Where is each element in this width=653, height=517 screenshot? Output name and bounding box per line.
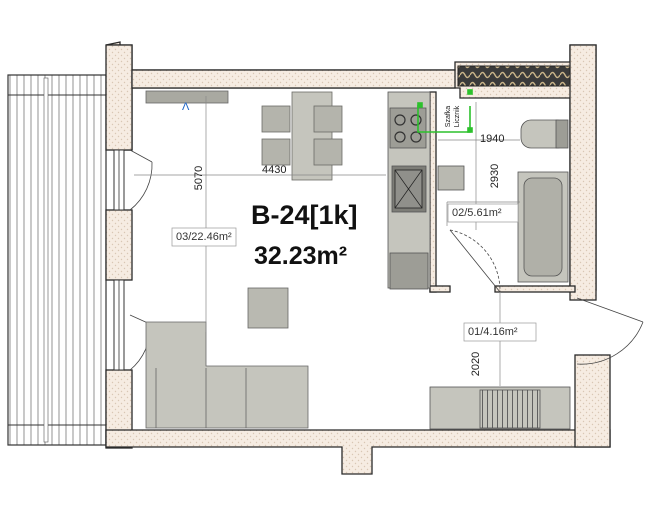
bathroom-label: 02/5.61m² [452, 207, 502, 219]
wall-shelf [145, 90, 229, 104]
balcony [7, 74, 107, 446]
living-room-label-box [171, 227, 237, 247]
living-room-label: 03/22.46m² [176, 231, 232, 243]
dimension-bath-depth: 2930 [489, 163, 502, 189]
dimension-living-width: 4430 [262, 164, 287, 176]
dining-table [261, 91, 343, 181]
walls [105, 41, 611, 475]
dimension-bath-width: 1940 [480, 133, 505, 145]
ventilation-duct [457, 65, 571, 87]
ventilation-symbol-icon: Λ [182, 101, 190, 113]
hall-cabinet [429, 386, 571, 430]
unit-total-area: 32.23m² [254, 242, 348, 270]
unit-code: B-24[1k] [251, 200, 358, 230]
bathroom-label-box [447, 203, 519, 223]
boiler-label-line1: Szafka [445, 105, 453, 128]
window-left-lower [113, 279, 125, 371]
window-left-upper [113, 149, 125, 211]
utility-lines [417, 89, 473, 133]
hall-label: 01/4.16m² [468, 326, 518, 338]
kitchen-unit [387, 91, 431, 290]
coffee-table [247, 287, 289, 329]
boiler-label-line2: Licznik [454, 105, 462, 128]
washbasin [437, 165, 465, 191]
dimension-hall-depth: 2020 [470, 351, 483, 377]
door-swings [129, 149, 644, 371]
bathroom-fixtures [517, 119, 569, 283]
hall-label-box [463, 322, 537, 342]
sofa [145, 321, 309, 429]
dimension-living-depth: 5070 [193, 165, 206, 191]
